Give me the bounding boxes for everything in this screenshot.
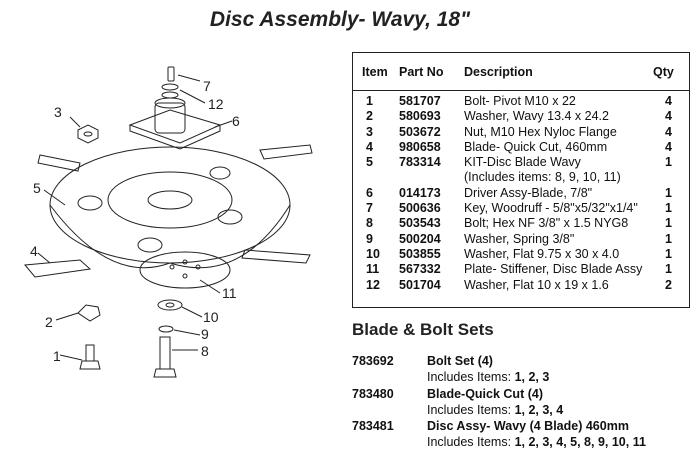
set-part-number: 783692 [352, 354, 394, 368]
table-row: (Includes items: 8, 9, 10, 11) [464, 170, 621, 185]
callout-11: 11 [222, 285, 237, 301]
header-item: Item [362, 65, 388, 79]
driver-assembly [128, 97, 222, 150]
woodruff-key [167, 66, 175, 82]
blade-top-left [37, 154, 81, 172]
set-name: Blade-Quick Cut (4) [427, 387, 543, 401]
header-qty: Qty [653, 65, 674, 79]
washer-12-bottom [161, 91, 179, 99]
table-header: Item Part No Description Qty [353, 53, 689, 91]
set-part-number: 783480 [352, 387, 394, 401]
callout-7: 7 [203, 78, 211, 94]
pivot-bolt [79, 344, 101, 370]
callout-6: 6 [232, 113, 240, 129]
blade-right [241, 249, 311, 264]
header-description: Description [464, 65, 533, 79]
washer-12-top [161, 83, 179, 91]
callout-3: 3 [54, 104, 62, 120]
header-part: Part No [399, 65, 444, 79]
flange-nut [77, 124, 99, 144]
set-part-number: 783481 [352, 419, 394, 433]
callout-12: 12 [208, 96, 224, 112]
blade-left [24, 259, 92, 278]
callout-4: 4 [30, 243, 38, 259]
exploded-diagram [24, 66, 313, 378]
set-includes: Includes Items: 1, 2, 3, 4 [427, 403, 564, 417]
set-includes: Includes Items: 1, 2, 3 [427, 370, 550, 384]
callout-5: 5 [33, 180, 41, 196]
wavy-disc [49, 146, 291, 269]
spring-washer [158, 325, 174, 333]
callout-8: 8 [201, 343, 209, 359]
page-title: Disc Assembly- Wavy, 18" [209, 8, 471, 31]
set-name: Bolt Set (4) [427, 354, 493, 368]
callout-2: 2 [45, 314, 53, 330]
callout-10: 10 [203, 309, 219, 325]
set-includes: Includes Items: 1, 2, 3, 4, 5, 8, 9, 10,… [427, 435, 646, 449]
callout-9: 9 [201, 326, 209, 342]
callout-1: 1 [53, 348, 61, 364]
flat-washer [157, 299, 183, 311]
blade-top-right [259, 144, 313, 160]
hex-bolt [153, 336, 177, 378]
set-name: Disc Assy- Wavy (4 Blade) 460mm [427, 419, 629, 433]
wavy-washer [77, 304, 101, 322]
stiffener-plate [139, 251, 231, 289]
sets-title: Blade & Bolt Sets [352, 320, 494, 339]
